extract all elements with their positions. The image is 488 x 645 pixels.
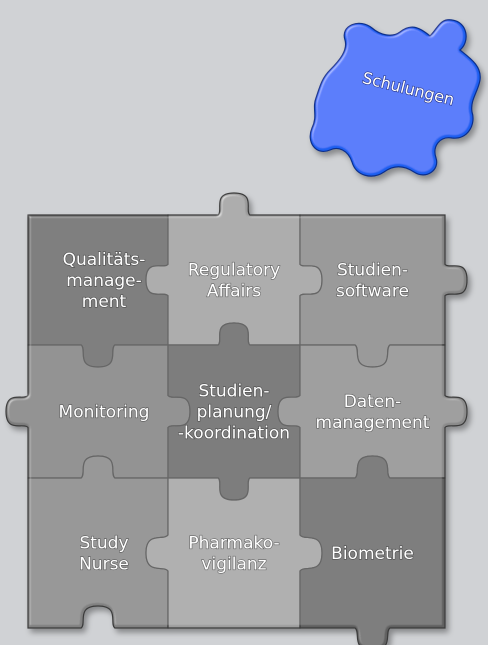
- piece-label-line: ment: [82, 292, 127, 312]
- piece-label-line: planung/: [197, 403, 272, 423]
- puzzle-piece-biometrie: [299, 455, 446, 645]
- piece-label-biometrie: Biometrie: [331, 544, 414, 564]
- piece-label-line: Affairs: [207, 282, 261, 302]
- piece-label-line: Studien-: [198, 382, 269, 402]
- piece-label-line: Nurse: [79, 555, 129, 575]
- piece-label-line: Studien-: [337, 261, 408, 281]
- piece-label-line: Pharmako-: [188, 534, 279, 554]
- piece-label-datenmanagement: Daten-management: [316, 392, 430, 433]
- piece-label-line: Monitoring: [59, 403, 150, 423]
- floating-puzzle-piece-schulungen: [309, 19, 481, 177]
- piece-label-qualitaet: Qualitäts-manage-ment: [63, 250, 146, 312]
- piece-label-line: Qualitäts-: [63, 250, 146, 270]
- puzzle-piece-qualitaet: [27, 214, 169, 368]
- piece-label-pharmakovigilanz: Pharmako-vigilanz: [188, 534, 279, 575]
- piece-label-monitoring: Monitoring: [59, 403, 150, 423]
- piece-label-line: -koordination: [178, 424, 290, 444]
- puzzle-board: [5, 192, 468, 645]
- piece-label-line: Regulatory: [188, 261, 280, 281]
- piece-label-line: software: [336, 282, 409, 302]
- piece-label-line: manage-: [66, 271, 142, 291]
- piece-label-studienplanung: Studien-planung/-koordination: [178, 382, 290, 444]
- piece-label-line: Study: [79, 534, 128, 554]
- piece-label-line: management: [316, 413, 430, 433]
- piece-label-line: vigilanz: [201, 555, 266, 575]
- piece-label-studiensoftware: Studien-software: [336, 261, 409, 302]
- piece-label-line: Daten-: [344, 392, 402, 412]
- piece-label-line: Biometrie: [331, 544, 414, 564]
- floating-piece-group: [309, 19, 481, 177]
